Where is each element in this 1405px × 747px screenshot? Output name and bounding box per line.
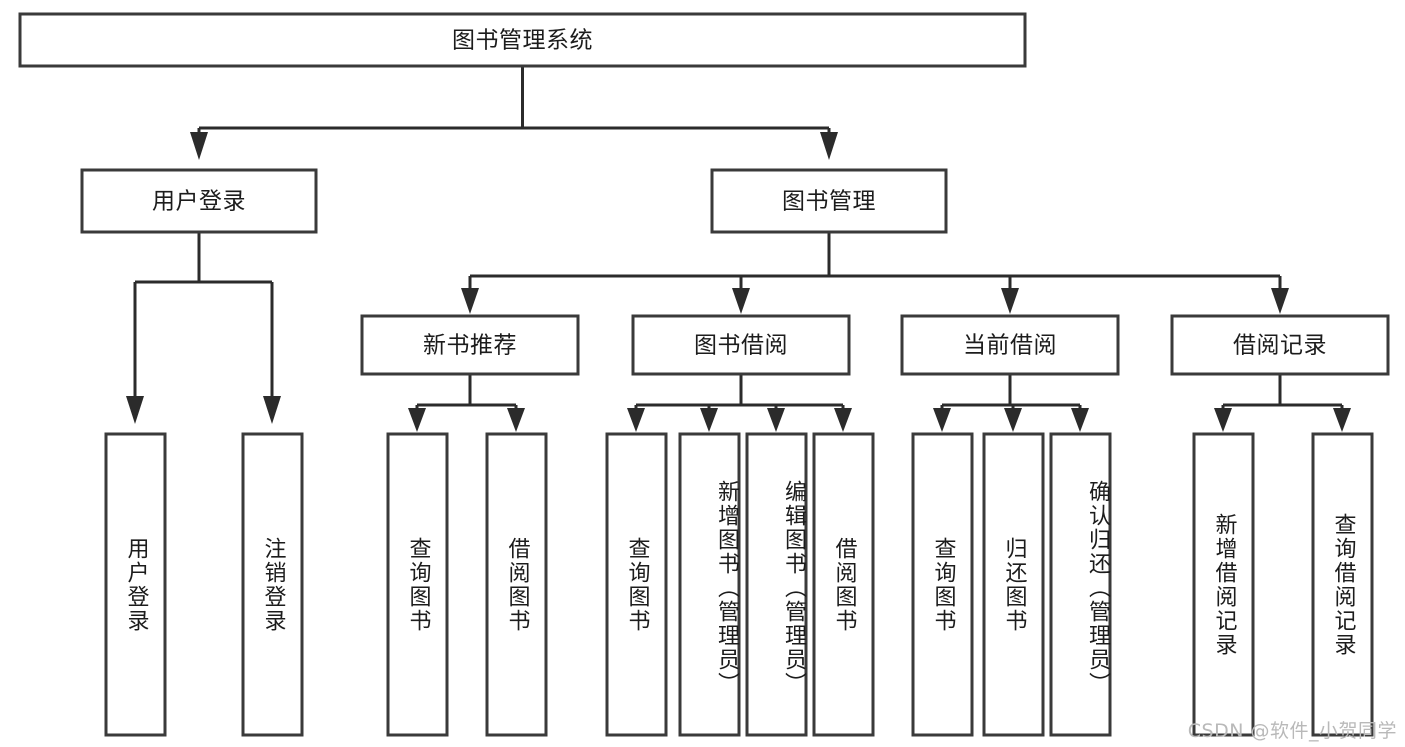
node-book-manage-label: 图书管理 [782,189,876,215]
node-book-manage-box[interactable] [710,168,948,234]
node-new-book-recommend-label: 新书推荐 [423,333,517,359]
connector-group-current-to-leaves [933,374,1089,432]
arrow-head-leaf-user-logout [263,396,281,424]
arrow-head-new-book-recommend [461,288,479,314]
arrow-head-current-borrow [1001,288,1019,314]
arrow-head-leaf-edit-book [767,408,785,432]
arrow-head-borrow-record [1271,288,1289,314]
node-new-book-recommend-box[interactable] [360,314,580,376]
node-user-login-label: 用户登录 [152,189,246,215]
node-leaf-borrow-book-1-box[interactable] [485,432,548,737]
node-current-borrow-box[interactable] [900,314,1120,376]
csdn-watermark: CSDN @软件_小贺同学 [1187,720,1397,742]
node-leaf-query-book-3-box[interactable] [911,432,974,737]
connector-group-record-to-leaves [1214,374,1351,432]
node-leaf-add-book-box[interactable] [678,432,741,737]
node-root-label: 图书管理系统 [452,28,593,54]
node-current-borrow[interactable]: 当前借阅 [900,314,1120,376]
node-borrow-record[interactable]: 借阅记录 [1170,314,1390,376]
connector-group-login-to-leaves [126,232,281,424]
node-book-borrow-box[interactable] [631,314,851,376]
node-leaf-return-book-box[interactable] [982,432,1045,737]
node-leaf-query-book-2-box[interactable] [605,432,668,737]
node-leaf-borrow-book-2-box[interactable] [812,432,875,737]
node-book-manage[interactable]: 图书管理 [710,168,948,234]
node-borrow-record-box[interactable] [1170,314,1390,376]
node-leaf-add-record-box[interactable] [1192,432,1255,737]
arrow-head-leaf-query-record [1333,408,1351,432]
node-current-borrow-label: 当前借阅 [963,333,1057,359]
arrow-head-leaf-query-book-1 [408,408,426,432]
arrow-head-leaf-borrow-book-1 [507,408,525,432]
node-leaf-query-book-1-box[interactable] [386,432,449,737]
arrow-head-leaf-add-record [1214,408,1232,432]
arrow-head-book-manage [820,132,838,160]
connector-group-borrow-to-leaves [627,374,852,432]
connector-group-recommend-to-leaves [408,374,525,432]
arrow-head-leaf-user-login [126,396,144,424]
node-leaf-confirm-return-box[interactable] [1049,432,1112,737]
arrow-head-leaf-borrow-book-2 [834,408,852,432]
arrow-head-book-borrow [732,288,750,314]
node-book-borrow-label: 图书借阅 [694,333,788,359]
node-user-login-box[interactable] [80,168,318,234]
arrow-head-leaf-return-book [1004,408,1022,432]
connector-group-bookmanage-to-level2 [461,232,1289,314]
arrow-head-leaf-query-book-2 [627,408,645,432]
node-root[interactable]: 图书管理系统 [18,12,1027,68]
node-new-book-recommend[interactable]: 新书推荐 [360,314,580,376]
connector-group-root-to-level1 [190,66,838,160]
arrow-head-leaf-add-book [700,408,718,432]
arrow-head-leaf-query-book-3 [933,408,951,432]
node-root-box[interactable] [18,12,1027,68]
node-leaf-user-login-box[interactable] [104,432,167,737]
arrow-head-user-login [190,132,208,160]
node-leaf-edit-book-box[interactable] [745,432,808,737]
node-leaf-query-record-box[interactable] [1311,432,1374,737]
node-borrow-record-label: 借阅记录 [1233,333,1327,359]
node-leaf-user-logout-box[interactable] [241,432,304,737]
node-user-login[interactable]: 用户登录 [80,168,318,234]
arrow-head-leaf-confirm-return [1071,408,1089,432]
node-book-borrow[interactable]: 图书借阅 [631,314,851,376]
